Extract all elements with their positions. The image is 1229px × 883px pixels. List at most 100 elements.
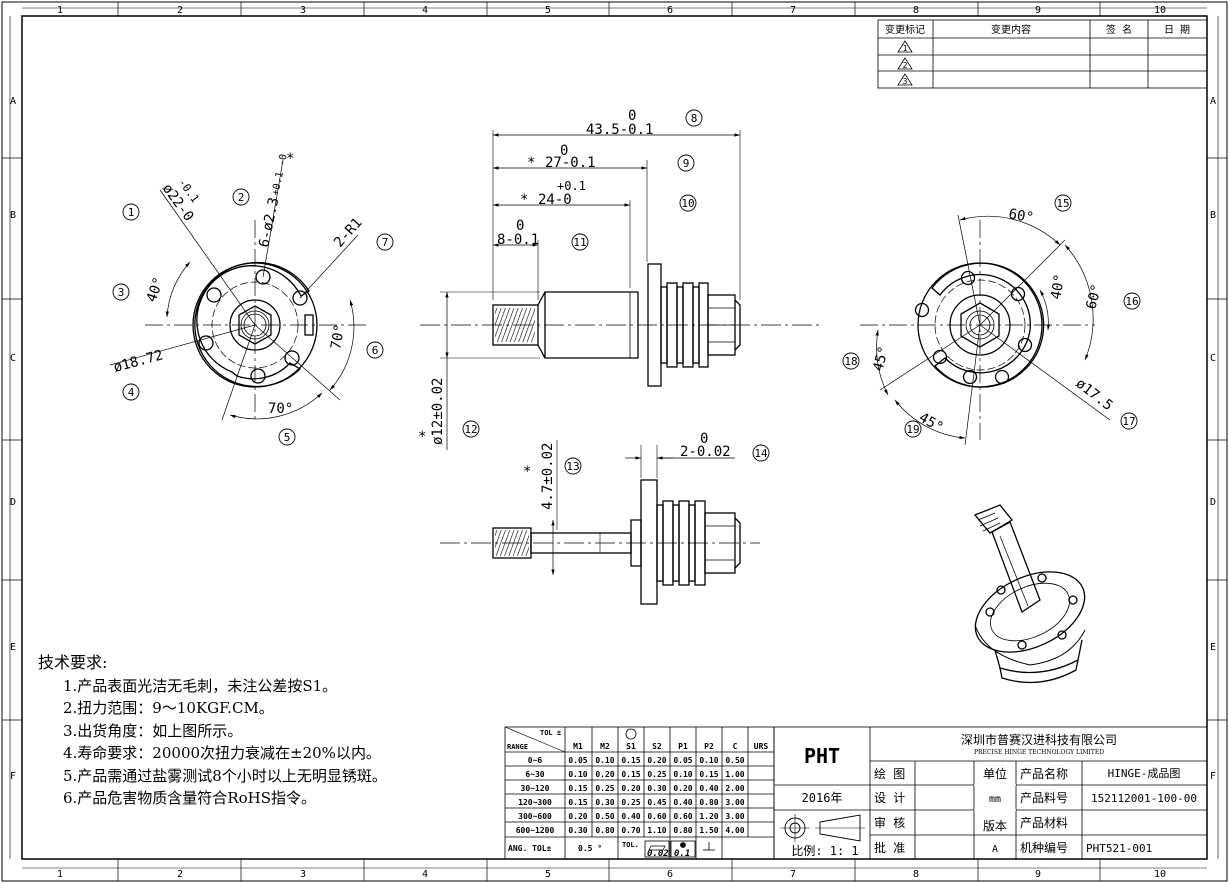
tol-cell: 0.20 bbox=[568, 812, 587, 821]
tol-cell: 4.00 bbox=[725, 826, 744, 835]
col-label-1-bottom: 1 bbox=[57, 869, 63, 880]
tol-header-m2: M2 bbox=[600, 742, 610, 751]
label-material: 产品材料 bbox=[1020, 816, 1068, 830]
company-name-en: PRECISE HINGE TECHNOLOGY LIMITED bbox=[974, 749, 1104, 756]
balloon-16: 16 bbox=[1125, 295, 1138, 308]
col-label-9: 9 bbox=[1035, 5, 1041, 16]
col-label-3: 3 bbox=[300, 5, 306, 16]
col-label-3-bottom: 3 bbox=[300, 869, 306, 880]
dim-4-7-star: * bbox=[523, 464, 531, 480]
row-label-e: E bbox=[10, 642, 16, 653]
dim-dia12: ø12±0.02 bbox=[430, 378, 446, 445]
rev-mark-3: 3 bbox=[903, 77, 908, 86]
tol-cell: 0.50 bbox=[595, 812, 614, 821]
label-design: 设 计 bbox=[874, 791, 905, 805]
tol-ang-value: 0.5 ° bbox=[578, 844, 602, 853]
revision-table: 变更标记 变更内容 签 名 日 期 1 2 3 bbox=[877, 19, 1208, 89]
balloon-10: 10 bbox=[681, 197, 694, 210]
dim-angle-40-left: 40° bbox=[144, 275, 168, 304]
col-label-6-bottom: 6 bbox=[667, 869, 673, 880]
col-label-2-bottom: 2 bbox=[177, 869, 183, 880]
col-label-10-bottom: 10 bbox=[1154, 869, 1166, 880]
dim-hole-star: * bbox=[286, 151, 294, 167]
left-end-view bbox=[109, 159, 370, 421]
tol-cell: 0.25 bbox=[647, 770, 666, 779]
label-part-no: 产品料号 bbox=[1020, 791, 1068, 805]
company-name: 深圳市普赛汉进科技有限公司 bbox=[961, 732, 1117, 747]
model-value: PHT521-001 bbox=[1086, 842, 1152, 855]
dim-60-right: 60° bbox=[1083, 282, 1105, 311]
row-label-d-right: D bbox=[1210, 497, 1216, 508]
tol-cell: 0.45 bbox=[647, 798, 666, 807]
tol-label: TOL. bbox=[622, 841, 639, 849]
projection-symbol-icon bbox=[780, 814, 865, 842]
balloon-1: 1 bbox=[128, 206, 135, 219]
version-value: A bbox=[992, 844, 998, 855]
tolerance-table: TOL ± RANGE M1 M2 S1 S2 P1 P2 C URS 0~6 … bbox=[504, 726, 775, 860]
tol-cell: 0.15 bbox=[568, 784, 587, 793]
dim-60-top: 60° bbox=[1007, 206, 1035, 226]
col-label-8-bottom: 8 bbox=[913, 869, 919, 880]
tol-cell: 1.50 bbox=[699, 826, 718, 835]
title-block: PHT 深圳市普赛汉进科技有限公司 PRECISE HINGE TECHNOLO… bbox=[773, 726, 1208, 860]
balloon-2: 2 bbox=[238, 191, 245, 204]
dim-27-top: 0 bbox=[560, 143, 568, 159]
tol-cell: 0.10 bbox=[673, 770, 692, 779]
tol-range: 120~300 bbox=[518, 798, 552, 807]
label-product-name: 产品名称 bbox=[1020, 766, 1068, 781]
tol-header-urs: URS bbox=[754, 742, 769, 751]
dim-24: 24-0 bbox=[538, 192, 572, 208]
tol-cell: 0.20 bbox=[673, 784, 692, 793]
rev-header-mark: 变更标记 bbox=[885, 23, 925, 36]
lower-view-dims: 4.7±0.02 * 0 2-0.02 bbox=[523, 431, 731, 510]
label-approve: 批 准 bbox=[874, 840, 905, 855]
rev-header-sign: 签 名 bbox=[1106, 23, 1132, 36]
row-label-a: A bbox=[10, 96, 16, 107]
row-label-c: C bbox=[10, 353, 16, 364]
label-version: 版本 bbox=[983, 819, 1007, 833]
balloon-8: 8 bbox=[691, 112, 698, 125]
tol-cell: 0.30 bbox=[595, 798, 614, 807]
tech-requirement-item: 2.扭力范围：9～10KGF.CM。 bbox=[63, 699, 274, 717]
tol-cell: 0.25 bbox=[621, 798, 640, 807]
tol-cell: 0.10 bbox=[568, 770, 587, 779]
tol-position-value: 0.1 bbox=[674, 849, 690, 859]
tol-cell: 1.00 bbox=[725, 770, 744, 779]
label-model: 机种编号 bbox=[1020, 840, 1068, 855]
unit-value: mm bbox=[989, 794, 1001, 805]
tol-cell: 2.00 bbox=[725, 784, 744, 793]
tol-flatness-value: 0.02 bbox=[647, 849, 669, 859]
right-end-view bbox=[860, 214, 1111, 446]
balloon-9: 9 bbox=[683, 157, 690, 170]
dim-2: 2-0.02 bbox=[680, 444, 731, 460]
tol-cell: 1.10 bbox=[647, 826, 666, 835]
tol-range: 0~6 bbox=[528, 756, 543, 765]
main-side-view bbox=[420, 130, 820, 450]
balloon-13: 13 bbox=[566, 460, 579, 473]
row-label-c-right: C bbox=[1210, 353, 1216, 364]
tech-requirements-title: 技术要求: bbox=[38, 653, 108, 672]
rev-mark-2: 2 bbox=[903, 61, 908, 70]
dim-8-top: 0 bbox=[516, 218, 524, 234]
tol-cell: 0.80 bbox=[673, 826, 692, 835]
tol-corner-bottom: RANGE bbox=[507, 743, 528, 751]
tol-cell: 0.05 bbox=[568, 756, 587, 765]
balloon-3: 3 bbox=[118, 286, 125, 299]
zone-labels: 1 2 3 4 5 6 7 8 9 10 1 2 3 4 5 6 7 8 9 1… bbox=[10, 5, 1216, 880]
dim-angle-70-right: 70° bbox=[328, 323, 348, 351]
tol-cell: 0.40 bbox=[699, 784, 718, 793]
tol-range: 300~600 bbox=[518, 812, 552, 821]
tol-ang-label: ANG. TOL± bbox=[508, 844, 552, 853]
company-logo: PHT bbox=[804, 744, 840, 768]
rev-header-content: 变更内容 bbox=[991, 23, 1031, 36]
dim-d1872: ø18.72 bbox=[112, 347, 165, 376]
tol-cell: 0.30 bbox=[647, 784, 666, 793]
tol-header-m1: M1 bbox=[573, 742, 583, 751]
tol-cell: 0.10 bbox=[699, 756, 718, 765]
col-label-8: 8 bbox=[913, 5, 919, 16]
tech-requirement-item: 5.产品需通过盐雾测试8个小时以上无明显锈斑。 bbox=[63, 766, 387, 785]
tol-cell: 0.15 bbox=[699, 770, 718, 779]
col-label-5: 5 bbox=[545, 5, 551, 16]
